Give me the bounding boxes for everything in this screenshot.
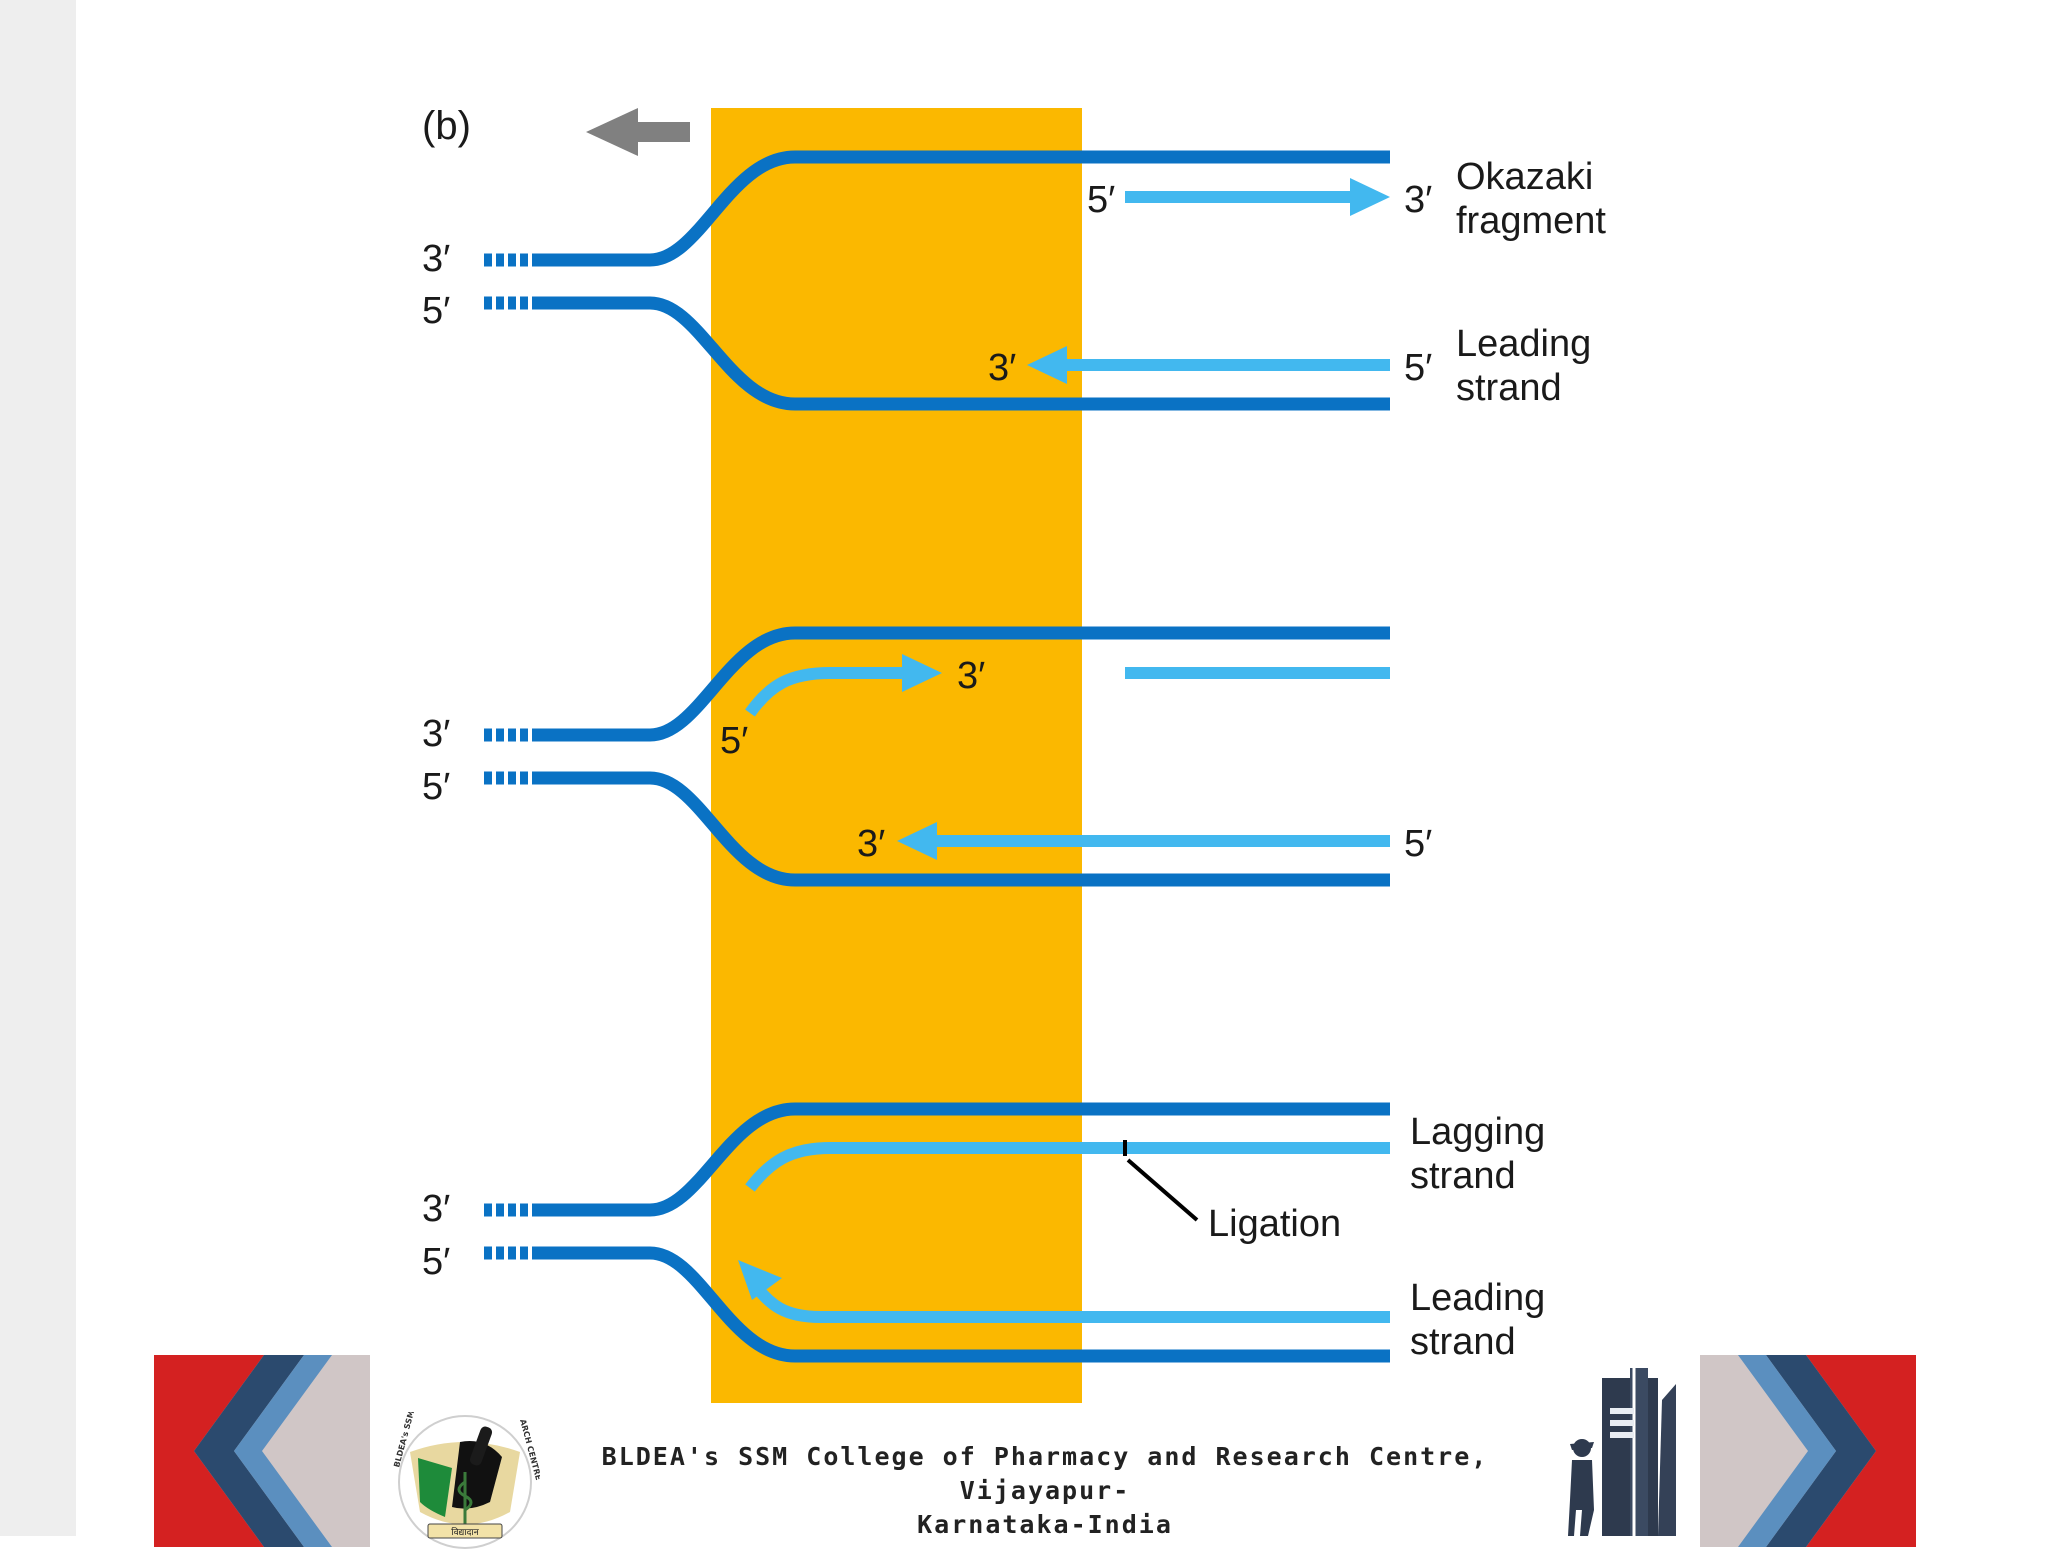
fork1-left-bottom-label: 5′ <box>422 290 450 332</box>
ligation-pointer <box>1126 1158 1199 1222</box>
fork3-left-top-label: 3′ <box>422 1188 450 1230</box>
template-strand-top <box>540 150 1390 267</box>
ligation-label: Ligation <box>1208 1203 1341 1245</box>
fork-direction-arrow <box>586 108 690 156</box>
okazaki-end-label: 3′ <box>1404 179 1432 221</box>
next-slide-button[interactable] <box>1700 1355 1916 1547</box>
template-strand-bottom <box>540 771 1390 887</box>
fork-1: 3′ 5′ 5′ 3′ Okazaki fragment 3′ 5′ Leadi… <box>422 150 1606 411</box>
template-strand-top <box>540 1102 1390 1217</box>
fork1-left-top-label: 3′ <box>422 238 450 280</box>
new-fragment-start-label: 5′ <box>720 720 748 762</box>
okazaki-name-line1: Okazaki <box>1456 156 1593 198</box>
chevron-left-icon <box>154 1355 370 1547</box>
fork3-leading-name-line1: Leading <box>1410 1277 1545 1319</box>
okazaki-start-label: 5′ <box>1087 179 1115 221</box>
fork2-leading-start-label: 5′ <box>1404 823 1432 865</box>
template-strand-bottom <box>540 1246 1390 1363</box>
fork2-left-top-label: 3′ <box>422 713 450 755</box>
okazaki-name-line2: fragment <box>1456 200 1606 242</box>
template-strand-bottom <box>540 296 1390 411</box>
new-okazaki-fragment-arrow <box>745 667 905 717</box>
fork-3: 3′ 5′ Lagging strand Ligation Leading st… <box>422 1102 1545 1363</box>
panel-label: (b) <box>422 104 471 148</box>
replication-zone <box>711 108 1082 1403</box>
fork-2: 3′ 5′ 5′ 3′ 3′ 5′ <box>422 626 1432 887</box>
chevron-right-icon <box>1700 1355 1916 1547</box>
lagging-name-line1: Lagging <box>1410 1111 1545 1153</box>
lagging-strand <box>745 1142 1390 1192</box>
previous-slide-button[interactable] <box>154 1355 370 1547</box>
template-strand-top <box>540 626 1390 742</box>
fork1-leading-end-label: 3′ <box>988 347 1016 389</box>
fork3-leading-name-line2: strand <box>1410 1321 1516 1363</box>
building-icon <box>1568 1366 1676 1536</box>
footer-institution-line2: Karnataka-India <box>917 1510 1173 1539</box>
new-fragment-end-label: 3′ <box>957 655 985 697</box>
fork1-leading-name-line1: Leading <box>1456 323 1591 365</box>
footer-institution-line1: BLDEA's SSM College of Pharmacy and Rese… <box>601 1442 1489 1505</box>
fork1-leading-name-line2: strand <box>1456 367 1562 409</box>
fork2-leading-end-label: 3′ <box>857 823 885 865</box>
left-gutter <box>0 0 76 1536</box>
college-logo: विद्यादान BLDEA's SSM ARCH CENTRE <box>392 1412 540 1549</box>
fork3-left-bottom-label: 5′ <box>422 1241 450 1283</box>
svg-text:विद्यादान: विद्यादान <box>451 1526 479 1538</box>
fork2-left-bottom-label: 5′ <box>422 766 450 808</box>
footer-institution: BLDEA's SSM College of Pharmacy and Rese… <box>590 1440 1500 1542</box>
lagging-name-line2: strand <box>1410 1155 1516 1197</box>
fork1-leading-start-label: 5′ <box>1404 347 1432 389</box>
